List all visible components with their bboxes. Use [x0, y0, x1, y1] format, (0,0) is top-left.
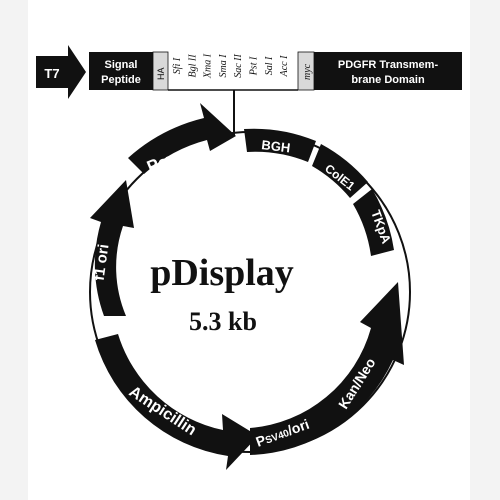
ha-tag-box: HA	[152, 51, 169, 91]
tkpa-box: TKpA	[353, 189, 394, 256]
bgh-box: BGH	[244, 128, 316, 162]
myc-tag-box: myc	[297, 51, 315, 91]
restriction-sites: Sfi I Bgl II Xma I Sma I Sac II Pst I Sal I Acc…	[172, 53, 290, 79]
restriction-site-label: Sal I	[264, 56, 275, 75]
f1-ori-arrow: f1 ori	[90, 180, 134, 316]
plasmid-size: 5.3 kb	[189, 307, 257, 336]
f1-ori-label: f1 ori	[91, 243, 113, 282]
psv40-kanneo-arrow: PSV40/ori Kan/Neo	[250, 282, 404, 455]
ha-label: HA	[156, 67, 166, 80]
t7-label: T7	[44, 66, 59, 81]
myc-label: myc	[302, 63, 313, 80]
restriction-site-label: Xma I	[203, 53, 214, 79]
signal-peptide-label-2: Peptide	[101, 74, 141, 86]
restriction-site-label: Bgl II	[187, 54, 198, 78]
pdgfr-label-1: PDGFR Transmem-	[338, 59, 439, 71]
pcmv-arrow: PCMV	[128, 103, 236, 177]
t7-promoter-arrow: T7	[36, 45, 86, 99]
restriction-site-label: Acc I	[279, 55, 290, 77]
cole1-box: ColE1	[312, 144, 368, 198]
plasmid-name: pDisplay	[150, 252, 294, 294]
restriction-site-label: Sfi I	[172, 57, 183, 74]
restriction-site-label: Sac II	[233, 54, 244, 78]
signal-peptide-label-1: Signal	[104, 59, 137, 71]
restriction-site-label: Pst I	[249, 56, 260, 76]
restriction-site-label: Sma I	[218, 54, 229, 78]
signal-peptide-box: Signal Peptide	[89, 52, 153, 90]
pdgfr-label-2: brane Domain	[351, 74, 425, 86]
ampicillin-arrow: Ampicillin	[95, 334, 258, 470]
bgh-label: BGH	[261, 137, 292, 155]
pdgfr-tm-box: PDGFR Transmem- brane Domain	[314, 52, 462, 90]
